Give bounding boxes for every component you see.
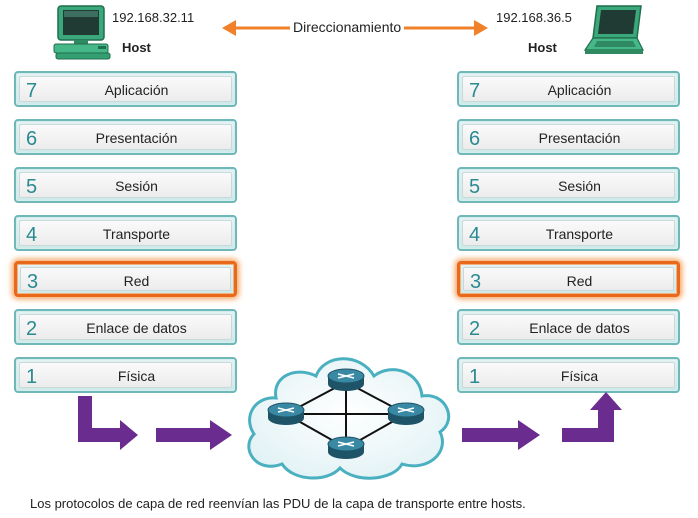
left-layer-7: 7 Aplicación [14, 71, 237, 107]
layer-name: Presentación [538, 130, 621, 146]
layer-name: Red [123, 273, 150, 289]
layer-name: Red [566, 273, 593, 289]
right-layer-4: 4 Transporte [457, 215, 680, 251]
router-icon [387, 402, 425, 425]
laptop-icon [583, 5, 644, 54]
addressing-label: Direccionamiento [290, 19, 405, 35]
network-cloud-icon [247, 357, 451, 480]
flow-arrow-2 [462, 420, 540, 450]
left-host-ip: 192.168.32.11 [112, 10, 195, 25]
layer-name: Aplicación [547, 82, 612, 98]
router-icon [327, 436, 365, 459]
right-layer-5: 5 Sesión [457, 167, 680, 203]
layer-name: Física [560, 368, 599, 384]
right-layer-7: 7 Aplicación [457, 71, 680, 107]
right-layer-2: 2 Enlace de datos [457, 309, 680, 345]
layer-name: Aplicación [104, 82, 169, 98]
layer-number: 1 [26, 366, 38, 388]
layer-name: Enlace de datos [529, 320, 630, 336]
left-layer-3: 3 Red [14, 261, 237, 297]
right-layer-6: 6 Presentación [457, 119, 680, 155]
right-elbow-arrow [562, 392, 622, 442]
layer-number: 4 [469, 224, 481, 246]
right-layer-1: 1 Física [457, 357, 680, 393]
left-host-label: Host [122, 40, 151, 55]
layer-name: Física [117, 368, 156, 384]
layer-name: Presentación [95, 130, 178, 146]
layer-name: Sesión [115, 178, 158, 194]
layer-name: Enlace de datos [86, 320, 187, 336]
left-layer-1: 1 Física [14, 357, 237, 393]
left-layer-2: 2 Enlace de datos [14, 309, 237, 345]
layer-number: 6 [26, 128, 38, 150]
desktop-computer-icon [53, 5, 111, 60]
data-flow-arrows [78, 392, 622, 450]
layer-number: 5 [469, 176, 481, 198]
layer-number: 1 [469, 366, 481, 388]
router-icon [327, 368, 365, 391]
layer-number: 4 [26, 224, 38, 246]
router-icon [267, 402, 305, 425]
layer-number: 7 [469, 80, 481, 102]
layer-number: 2 [469, 318, 481, 340]
right-host-label: Host [528, 40, 557, 55]
layer-number: 3 [27, 271, 39, 293]
caption: Los protocolos de capa de red reenvían l… [30, 496, 526, 511]
layer-number: 3 [470, 271, 482, 293]
layer-number: 7 [26, 80, 38, 102]
right-layer-3: 3 Red [457, 261, 680, 297]
layer-name: Sesión [558, 178, 601, 194]
layer-number: 6 [469, 128, 481, 150]
layer-number: 5 [26, 176, 38, 198]
right-host-ip: 192.168.36.5 [496, 10, 572, 25]
layer-name: Transporte [545, 226, 614, 242]
layer-number: 2 [26, 318, 38, 340]
left-elbow-arrow [78, 396, 138, 450]
left-layer-4: 4 Transporte [14, 215, 237, 251]
left-layer-6: 6 Presentación [14, 119, 237, 155]
left-layer-5: 5 Sesión [14, 167, 237, 203]
layer-name: Transporte [102, 226, 171, 242]
flow-arrow-1 [156, 420, 232, 450]
